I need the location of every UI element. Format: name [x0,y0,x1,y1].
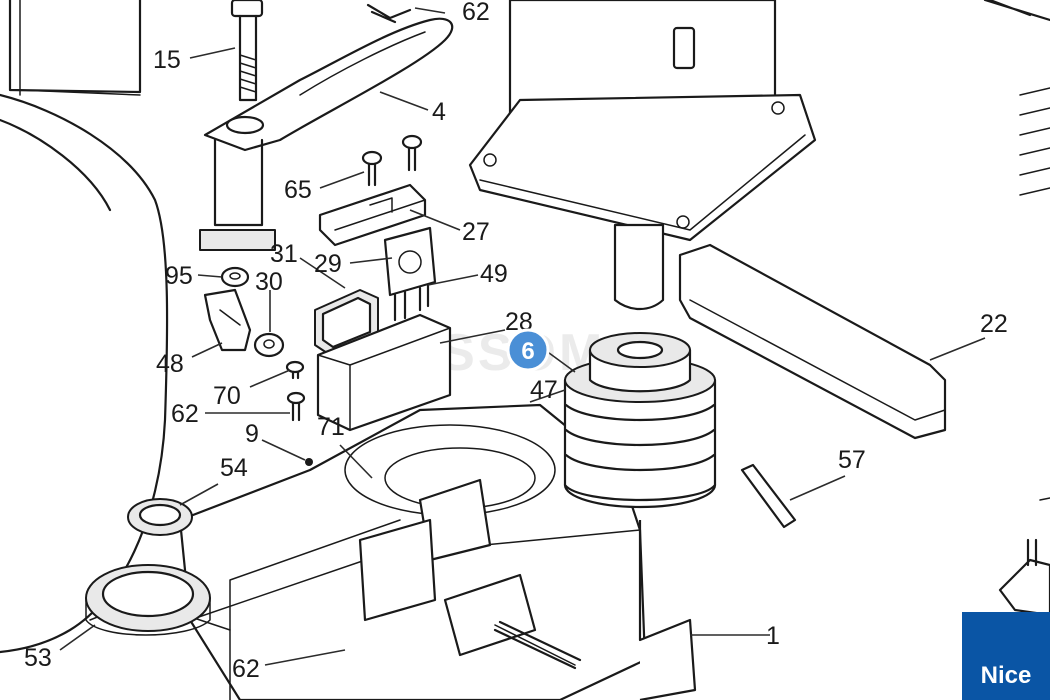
housing-cover [0,0,169,654]
highlight-badge-6[interactable]: 6 [506,328,550,372]
callout-15: 15 [153,46,181,74]
callout-30: 30 [255,268,283,296]
part-27-bracket [318,183,427,247]
part-54-seal [127,498,193,536]
part-47-gear-stack [563,332,717,509]
part-28-housing [316,313,452,432]
motor-body [468,0,817,311]
part-30-washer [253,332,285,358]
part-15-bolt [230,0,264,102]
callout-4: 4 [432,98,446,126]
callout-49: 49 [480,260,508,288]
part-95-nut [220,266,250,288]
callout-57: 57 [838,446,866,474]
callout-48: 48 [156,350,184,378]
callout-62-mid: 62 [171,400,199,428]
callout-65: 65 [284,176,312,204]
badge-label: 6 [521,338,534,365]
part-65-screws [361,134,423,187]
callout-9: 9 [245,420,259,448]
part-70-screw [285,360,305,380]
callout-95: 95 [165,262,193,290]
callout-labels: 15 4 62 65 27 31 29 95 30 49 28 48 70 47… [24,0,1008,683]
part-22-bar [678,243,947,440]
part-29-switch [383,226,437,322]
part-48-cam [203,288,252,352]
callout-1: 1 [766,622,780,650]
nice-logo: Nice [962,612,1050,700]
part-62-mid-screw [286,391,306,422]
right-edge-parts [983,0,1050,617]
callout-47: 47 [530,376,558,404]
callout-70: 70 [213,382,241,410]
callout-71: 71 [317,413,345,441]
callout-22: 22 [980,310,1008,338]
callout-53: 53 [24,644,52,672]
callout-62-bottom: 62 [232,655,260,683]
callout-62-top: 62 [462,0,490,26]
part-53-bearing [85,564,211,636]
part-57-pin [740,463,797,529]
top-left-bracket [8,0,142,94]
part-62-top-clip [366,3,412,24]
gearbox-base [89,403,697,700]
leader-lines [59,7,986,666]
part-4-lever [199,17,454,251]
callout-27: 27 [462,218,490,246]
callout-31: 31 [270,240,298,268]
part-9-pin [305,458,313,466]
callout-29: 29 [314,250,342,278]
callout-54: 54 [220,454,248,482]
logo-text: Nice [980,662,1032,689]
